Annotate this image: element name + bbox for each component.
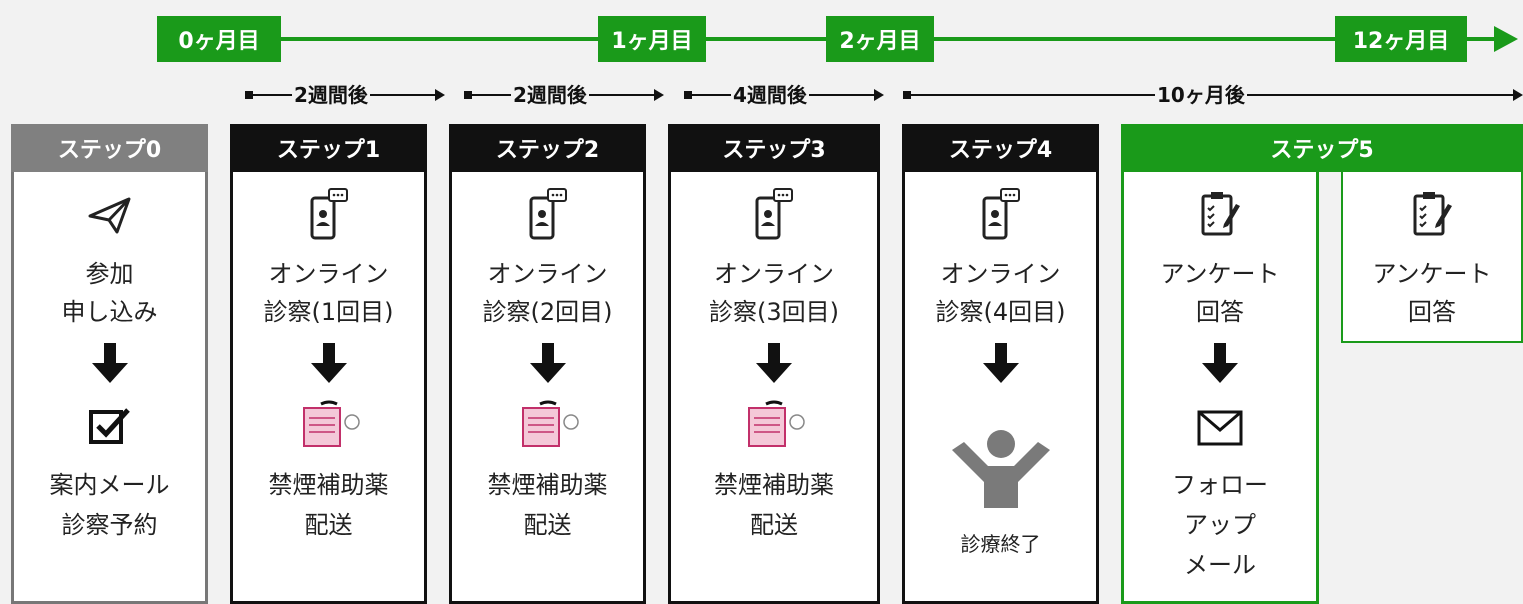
step-4-column: ステップ4 オンライン 診察(4回目) 診療終了 (902, 124, 1099, 604)
step-2-column: ステップ2 オンライン 診察(2回目) 禁煙補助薬 配送 (449, 124, 646, 604)
smartphone-chat-icon (755, 188, 793, 240)
step-result-line1: 禁煙補助薬 (487, 471, 608, 499)
step-result-line2: 配送 (304, 511, 353, 539)
step-title: ステップ2 (449, 124, 646, 172)
checkbox-icon (88, 408, 130, 444)
step-action-line1: 参加 (85, 260, 134, 288)
step-action-line2: 回答 (1196, 298, 1244, 326)
down-arrow-icon (91, 343, 128, 383)
step-result-line2: 配送 (523, 511, 572, 539)
step-action-line1: オンライン (268, 260, 389, 288)
clipboard-icon (1201, 192, 1240, 236)
step-action-line2: 申し込み (61, 298, 158, 326)
clipboard-icon (1413, 192, 1452, 236)
step-result-line2: 配送 (750, 511, 798, 539)
step-action-line2: 診察(2回目) (482, 298, 613, 326)
step-result-line2: アップ (1184, 511, 1256, 539)
step-result-line3: メール (1184, 551, 1256, 579)
interval-label: 2週間後 (292, 82, 370, 108)
step-0-column: ステップ0 参加 申し込み 案内メール 診察予約 (11, 124, 208, 604)
step-title: ステップ5 (1121, 124, 1523, 172)
step-title: ステップ4 (902, 124, 1099, 172)
interval-2: 2週間後 (464, 82, 664, 108)
step-extra-line2: 回答 (1408, 298, 1456, 326)
step-action-line1: オンライン (714, 260, 834, 288)
interval-3: 4週間後 (684, 82, 884, 108)
down-arrow-icon (982, 343, 1019, 383)
step-action-line1: オンライン (940, 260, 1061, 288)
interval-label: 2週間後 (511, 82, 589, 108)
step-result-line1: 禁煙補助薬 (268, 471, 389, 499)
timeline-arrow-icon (1494, 26, 1518, 52)
envelope-icon (1197, 410, 1243, 446)
medicine-package-icon (302, 400, 360, 447)
interval-4: 10ヶ月後 (903, 82, 1523, 108)
step-3-column: ステップ3 オンライン 診察(3回目) 禁煙補助薬 配送 (668, 124, 880, 604)
person-celebrating-icon (951, 430, 1050, 508)
step-5-followup-column: アンケート 回答 (1341, 168, 1523, 343)
step-extra-line1: アンケート (1372, 260, 1492, 288)
interval-1: 2週間後 (245, 82, 445, 108)
step-result-line1: フォロー (1172, 471, 1268, 499)
step-action-line2: 診察(3回目) (709, 298, 839, 326)
step-title: ステップ1 (230, 124, 427, 172)
step-action-line1: アンケート (1160, 260, 1280, 288)
down-arrow-icon (310, 343, 347, 383)
step-result-line1: 禁煙補助薬 (714, 471, 834, 499)
paper-plane-icon (88, 197, 130, 234)
smartphone-chat-icon (982, 188, 1020, 240)
interval-label: 4週間後 (731, 82, 809, 108)
interval-label: 10ヶ月後 (1155, 82, 1247, 108)
medicine-package-icon (748, 400, 805, 447)
month-marker-1: 1ヶ月目 (598, 16, 706, 62)
down-arrow-icon (1202, 343, 1238, 383)
month-marker-12: 12ヶ月目 (1335, 16, 1467, 62)
step-action-line2: 診察(4回目) (935, 298, 1066, 326)
down-arrow-icon (756, 343, 792, 383)
step-action-line1: オンライン (487, 260, 608, 288)
down-arrow-icon (529, 343, 566, 383)
step-title: ステップ0 (11, 124, 208, 172)
step-5-column: アンケート 回答 フォロー アップ メール (1121, 124, 1319, 604)
smartphone-chat-icon (310, 188, 348, 240)
step-result-line1: 診療終了 (960, 532, 1041, 556)
medicine-package-icon (521, 400, 579, 447)
step-result-line2: 診察予約 (61, 511, 158, 539)
step-action-line2: 診察(1回目) (263, 298, 394, 326)
step-result-line1: 案内メール (49, 471, 170, 499)
month-marker-0: 0ヶ月目 (157, 16, 281, 62)
smartphone-chat-icon (529, 188, 567, 240)
step-1-column: ステップ1 オンライン 診察(1回目) 禁煙補助薬 配送 (230, 124, 427, 604)
month-marker-2: 2ヶ月目 (826, 16, 934, 62)
step-title: ステップ3 (668, 124, 880, 172)
